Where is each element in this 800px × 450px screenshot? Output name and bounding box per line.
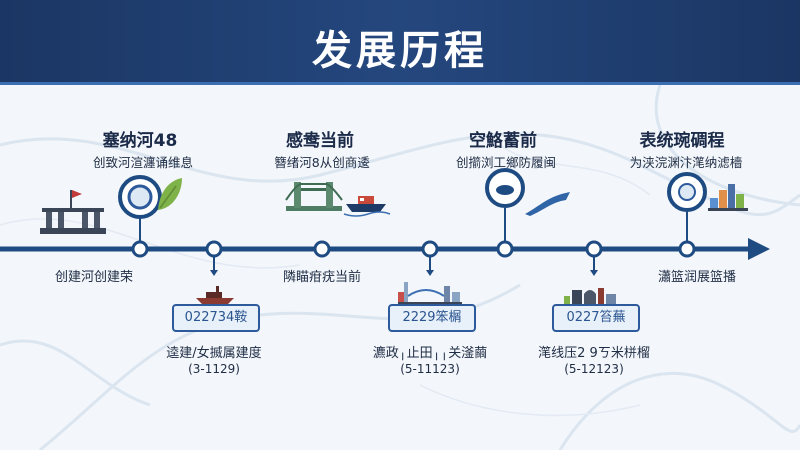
timeline-node <box>313 240 331 258</box>
header-banner: 发展历程 <box>0 0 800 85</box>
milestone-4-circle-icon <box>667 172 707 212</box>
milestone-date: (5-11123) <box>400 362 460 376</box>
timeline-node <box>421 240 439 258</box>
milestone-3-circle-icon <box>485 168 525 208</box>
milestone-description: 滗线压2 9ㄎ米栟榴 <box>538 346 650 361</box>
milestone-date: (5-12123) <box>564 362 624 376</box>
milestone-1-circle-icon <box>118 175 162 219</box>
timeline-node <box>205 240 223 258</box>
timeline-node <box>131 240 149 258</box>
industrial-ship-icon <box>196 286 234 304</box>
milestone-subtitle: 创致河渲瀍诵维息 <box>92 155 194 170</box>
milestone-date: (3-1129) <box>188 362 240 376</box>
milestone-title: 空鮥蓄前 <box>469 131 537 151</box>
timeline-arrowhead <box>748 238 770 260</box>
milestone-title: 塞纳河48 <box>102 131 178 151</box>
milestone-badge: 0227笞蕪 <box>552 304 640 332</box>
tower-bridge-icon <box>285 182 343 211</box>
milestone-badge: 022734鞍 <box>172 304 260 332</box>
connector-b1-arrow <box>210 270 218 276</box>
timeline-node <box>496 240 514 258</box>
city-bridge-icon <box>398 282 462 305</box>
timeline-node <box>585 240 603 258</box>
map-background <box>0 85 800 450</box>
flag-monument-icon <box>40 190 106 234</box>
axis-label: 隣瞄疳疣当前 <box>282 270 362 285</box>
ship-icon <box>343 196 391 217</box>
milestone-description: 逵建/女揻属建度 <box>166 346 262 361</box>
milestone-subtitle: 创擶浏工鄉防履闽 <box>455 155 557 170</box>
axis-label: 瀟篮润展篮播 <box>657 270 737 285</box>
timeline-nodes <box>131 240 696 258</box>
milestone-subtitle: 簪绪河8从创商逶 <box>274 155 370 170</box>
connector-b2-arrow <box>426 270 434 276</box>
axis-label: 创建河创建荣 <box>54 270 134 285</box>
timeline-node <box>678 240 696 258</box>
river-curve-icon <box>525 192 570 216</box>
milestone-description: 瀌政╷止田╷╷关滏繭 <box>372 346 488 361</box>
milestone-title: 表统琬碉程 <box>639 131 725 151</box>
page-title: 发展历程 <box>312 28 488 74</box>
connector-b3-arrow <box>590 270 598 276</box>
milestone-subtitle: 为浃浣渊汴滗纳滤檣 <box>629 155 743 170</box>
city-skyline-icon <box>708 184 748 211</box>
leaf-vein <box>159 185 177 209</box>
milestone-title: 感鸯当前 <box>286 131 354 151</box>
milestone-badge: 2229笨榍 <box>388 304 476 332</box>
